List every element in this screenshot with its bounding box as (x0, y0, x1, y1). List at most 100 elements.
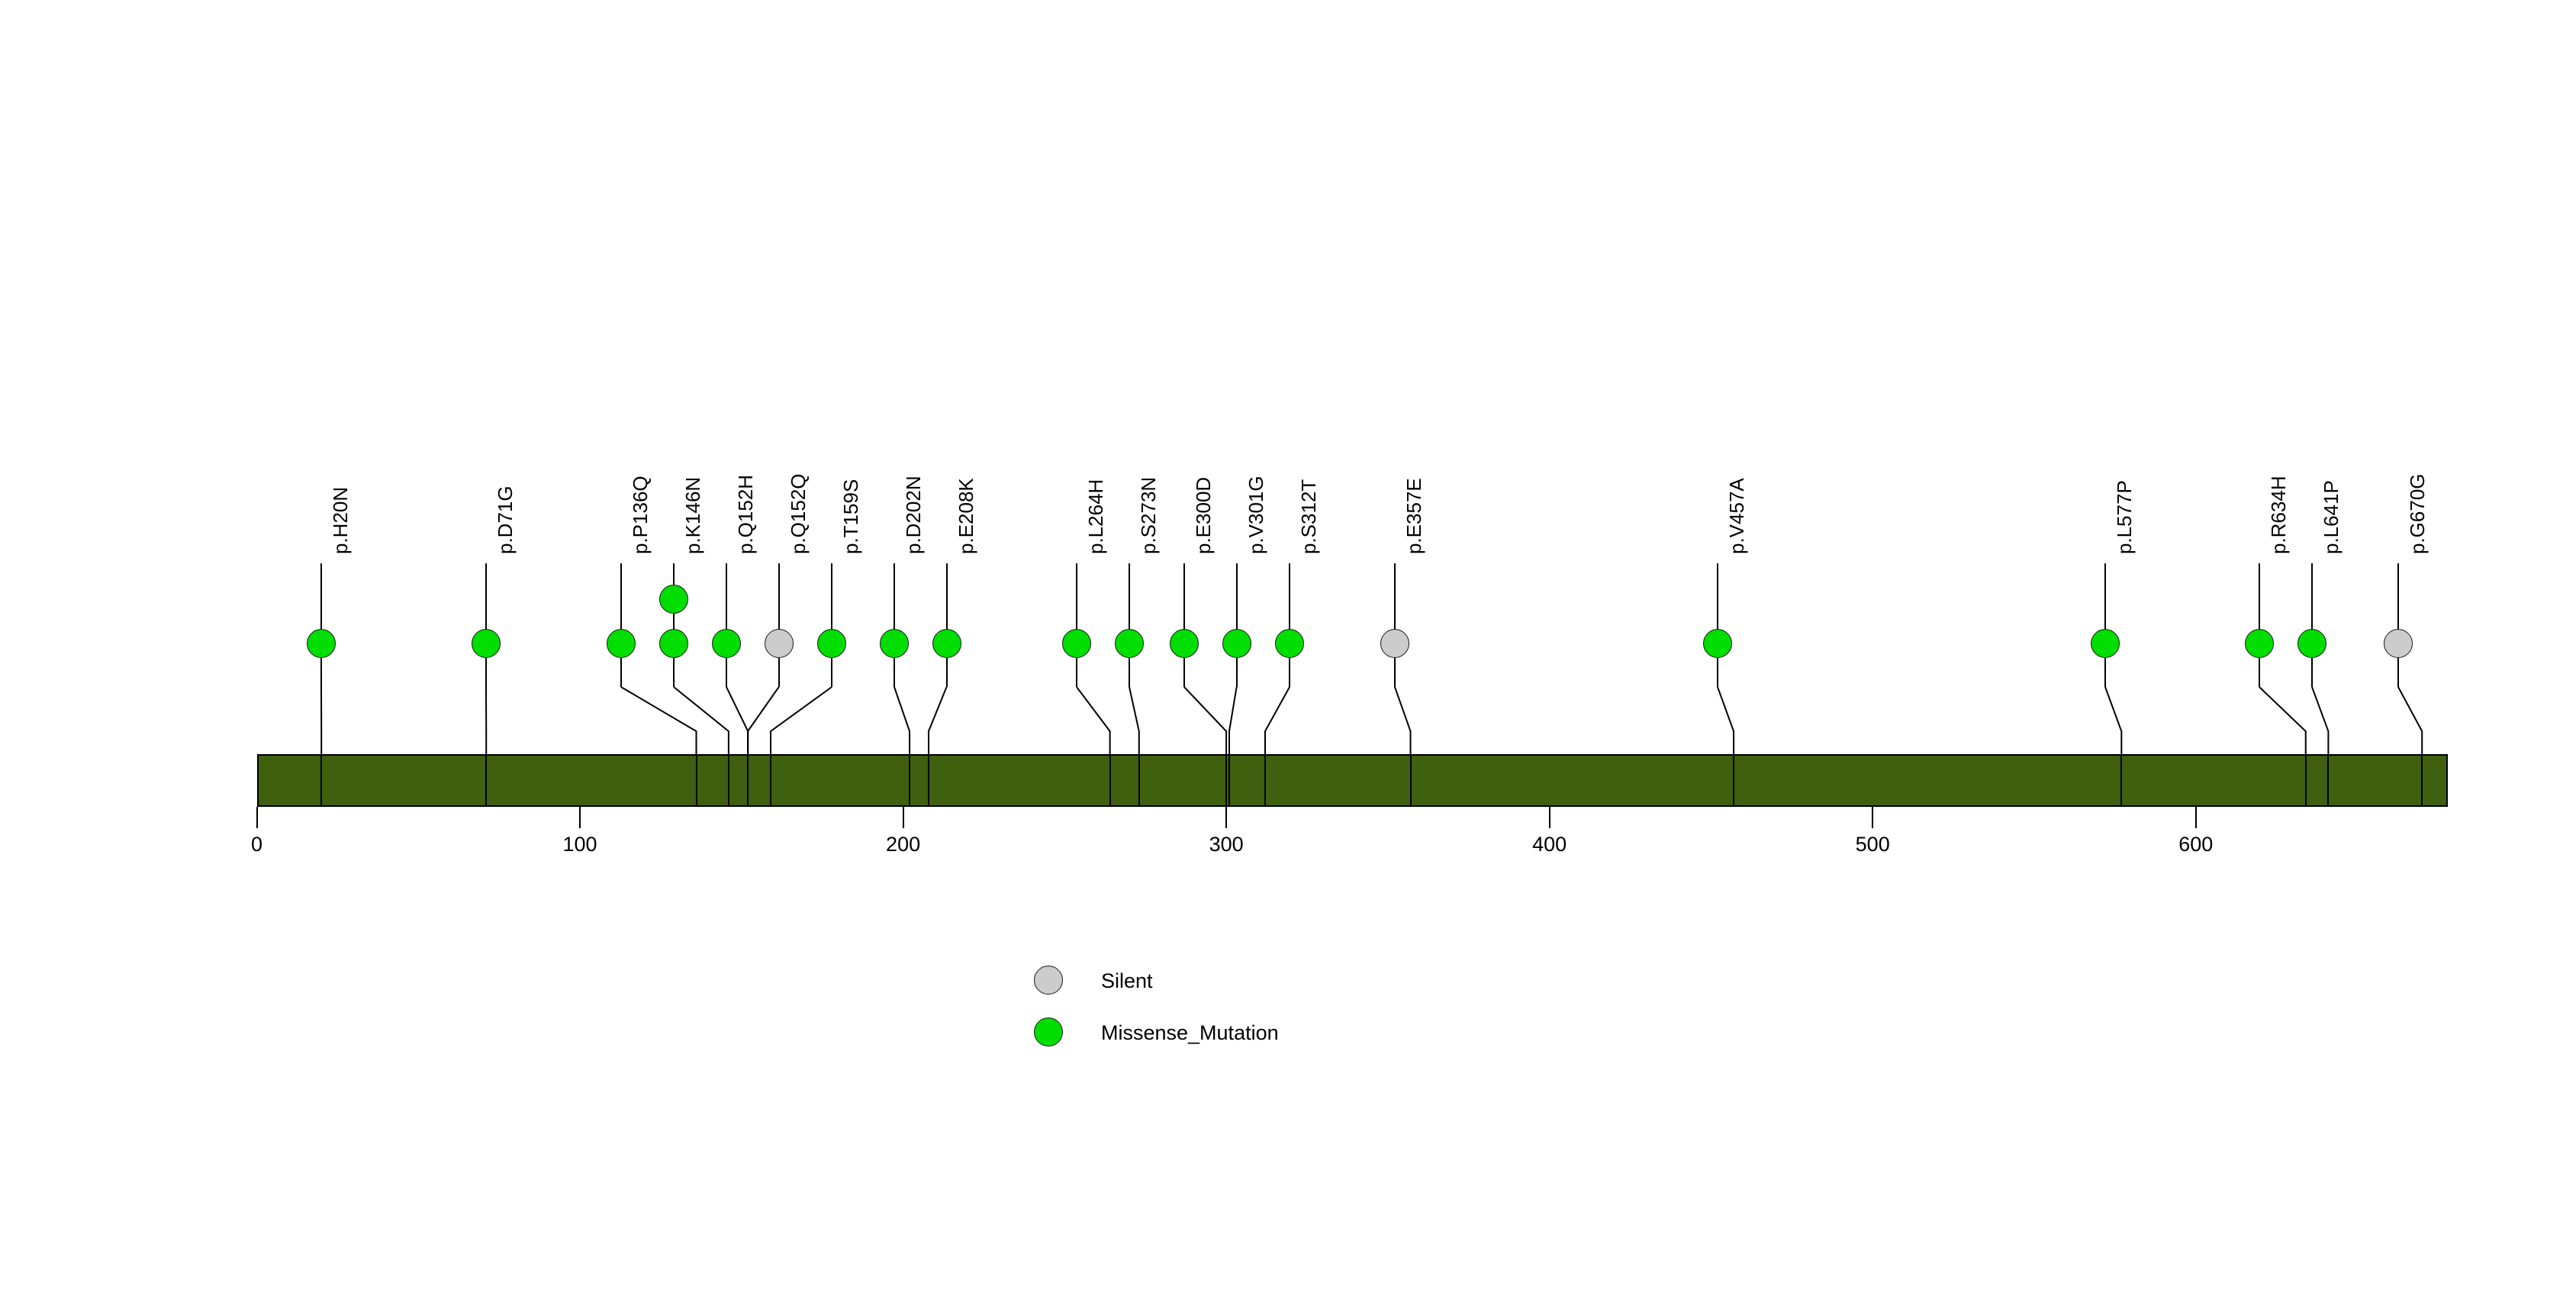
lollipop-dot[interactable] (1170, 629, 1199, 658)
lollipop-stem (726, 563, 727, 629)
axis-tick-label: 200 (886, 833, 921, 856)
mutation-label: p.P136Q (629, 476, 652, 554)
mutation-label: p.V301G (1245, 476, 1267, 554)
lollipop-dot[interactable] (932, 629, 961, 658)
lollipop-stem-lower (320, 658, 322, 687)
lollipop-dot[interactable] (817, 629, 846, 658)
axis-tick (1225, 807, 1228, 828)
mutation-label: p.R634H (2267, 476, 2290, 554)
lollipop-stem (1183, 563, 1185, 629)
axis-tick-label: 400 (1532, 833, 1567, 856)
lollipop-stem-lower (831, 658, 832, 687)
lollipop-stem-lower (946, 658, 948, 687)
mutation-label: p.Q152H (734, 474, 757, 554)
mutation-label: p.H20N (329, 486, 352, 554)
lollipop-stem (1394, 563, 1396, 629)
lollipop-dot[interactable] (1275, 629, 1304, 658)
legend-label: Silent (1101, 969, 1153, 992)
lollipop-stem (1717, 563, 1718, 629)
lollipop-dot[interactable] (1703, 629, 1732, 658)
lollipop-dot[interactable] (880, 629, 909, 658)
backbone-anchor-line (1109, 754, 1111, 807)
backbone-anchor-line (747, 754, 749, 807)
backbone-anchor-line (1228, 754, 1230, 807)
protein-backbone-bar (256, 754, 2449, 807)
lollipop-dot[interactable] (1062, 629, 1091, 658)
lollipop-stem-lower (778, 658, 780, 687)
lollipop-dot[interactable] (712, 629, 741, 658)
lollipop-stem (831, 563, 832, 629)
lollipop-stem-lower (1076, 658, 1077, 687)
lollipop-stem (894, 563, 895, 629)
lollipop-dot[interactable] (607, 629, 636, 658)
backbone-anchor-line (1410, 754, 1412, 807)
mutation-label: p.S312T (1297, 479, 1320, 554)
lollipop-stem (320, 563, 322, 629)
axis-tick (1872, 807, 1874, 828)
lollipop-dot[interactable] (765, 629, 794, 658)
lollipop-dot[interactable] (307, 629, 336, 658)
axis-tick-label: 600 (2178, 833, 2214, 856)
backbone-anchor-line (1225, 754, 1227, 807)
lollipop-stem (1129, 563, 1130, 629)
lollipop-dot[interactable] (2297, 629, 2326, 658)
lollipop-stem-lower (1129, 658, 1130, 687)
axis-tick (1548, 807, 1550, 828)
lollipop-stem-lower (894, 658, 895, 687)
mutation-label: p.L264H (1084, 479, 1107, 554)
lollipop-stem-lower (2104, 658, 2106, 687)
mutation-label: p.E300D (1192, 476, 1215, 554)
lollipop-stem (673, 563, 675, 585)
backbone-anchor-line (1138, 754, 1140, 807)
lollipop-dot[interactable] (2091, 629, 2120, 658)
lollipop-stem (1076, 563, 1077, 629)
axis-tick-label: 100 (562, 833, 597, 856)
backbone-anchor-line (2327, 754, 2329, 807)
axis-tick-label: 300 (1209, 833, 1244, 856)
backbone-anchor-line (1264, 754, 1266, 807)
backbone-anchor-line (485, 754, 487, 807)
lollipop-stem (2311, 563, 2313, 629)
axis-tick-label: 0 (250, 833, 263, 856)
lollipop-stem-lower (1183, 658, 1185, 687)
lollipop-dot[interactable] (1115, 629, 1144, 658)
lollipop-stem (2104, 563, 2106, 629)
mutation-label: p.E357E (1402, 478, 1425, 554)
backbone-anchor-line (1733, 754, 1734, 807)
lollipop-stem-lower (485, 658, 487, 687)
mutation-label: p.Q152Q (787, 473, 810, 554)
lollipop-dot[interactable] (1380, 629, 1409, 658)
mutation-label: p.T159S (839, 479, 862, 554)
lollipop-dot[interactable] (2384, 629, 2413, 658)
mutation-label: p.V457A (1725, 478, 1748, 554)
legend-swatch (1034, 1017, 1063, 1047)
backbone-anchor-line (2421, 754, 2423, 807)
lollipop-stem (778, 563, 780, 629)
lollipop-stem (946, 563, 948, 629)
mutation-label: p.E208K (955, 478, 977, 554)
lollipop-dot[interactable] (1222, 629, 1251, 658)
mutation-label: p.L641P (2320, 480, 2343, 554)
lollipop-stem (1289, 563, 1290, 629)
lollipop-stem-lower (1394, 658, 1396, 687)
backbone-anchor-line (770, 754, 771, 807)
lollipop-stem-lower (2397, 658, 2399, 687)
lollipop-dot[interactable] (2245, 629, 2274, 658)
backbone-anchor-line (728, 754, 729, 807)
lollipop-stem-lower (1236, 658, 1238, 687)
lollipop-dot[interactable] (659, 585, 688, 614)
mutation-label: p.D202N (902, 476, 925, 554)
lollipop-stack-connector (673, 614, 675, 629)
backbone-anchor-line (320, 754, 322, 807)
lollipop-dot[interactable] (659, 629, 688, 658)
axis-tick-label: 500 (1855, 833, 1890, 856)
lollipop-dot[interactable] (472, 629, 501, 658)
backbone-anchor-line (928, 754, 929, 807)
lollipop-stem-lower (2311, 658, 2313, 687)
lollipop-stem-lower (1717, 658, 1718, 687)
backbone-anchor-line (909, 754, 910, 807)
lollipop-stem (485, 563, 487, 629)
mutation-label: p.D71G (494, 485, 517, 554)
legend-swatch (1034, 966, 1063, 995)
